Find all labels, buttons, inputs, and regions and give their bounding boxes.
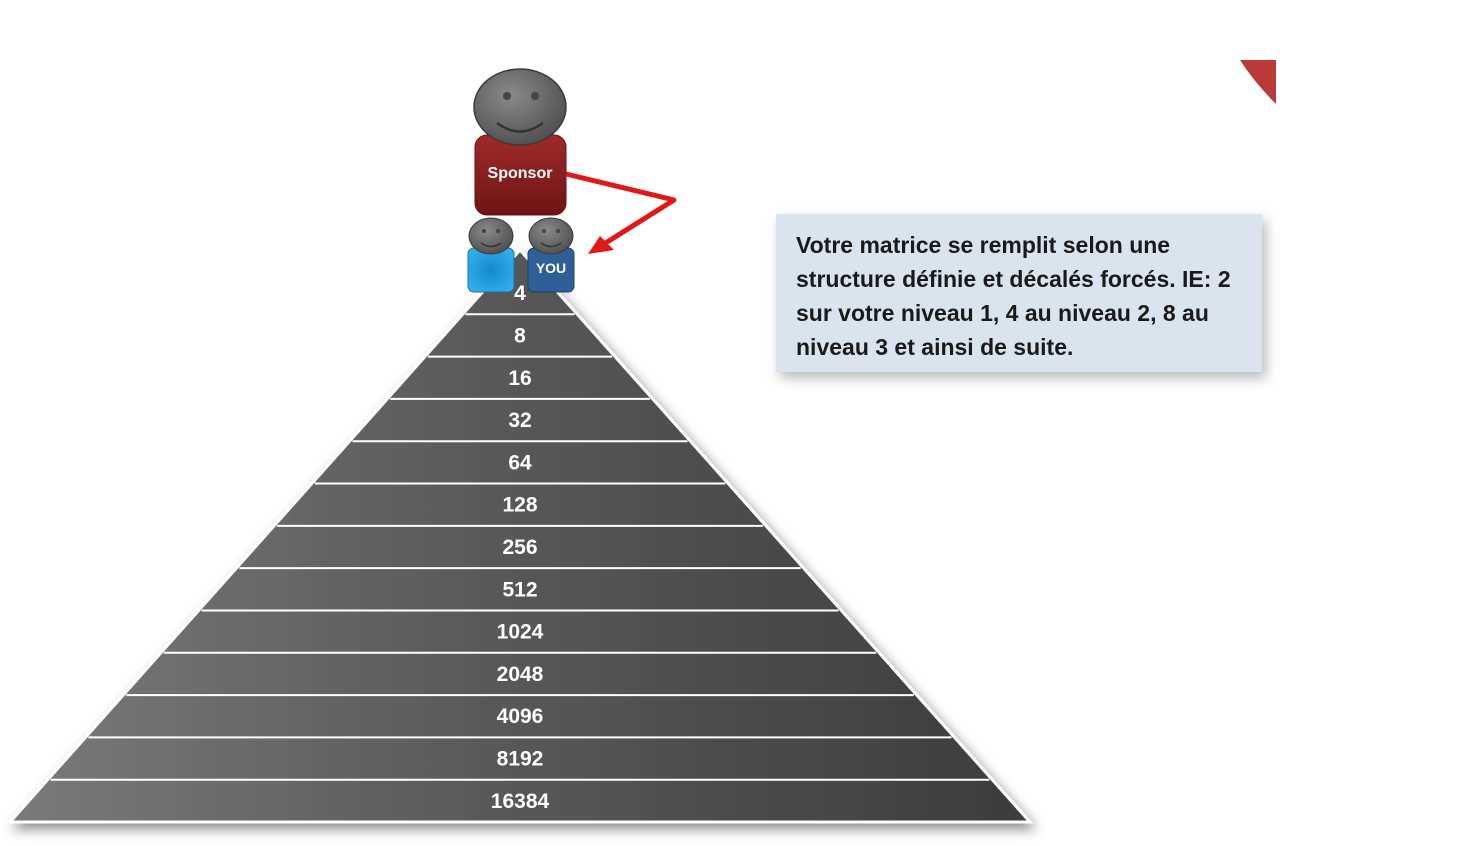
- sponsor-smile: [496, 121, 544, 133]
- level-label: 512: [502, 578, 537, 601]
- level-label: 128: [502, 494, 537, 517]
- sponsor-to-you-arrow: [565, 171, 677, 254]
- level-label: 16384: [491, 790, 550, 813]
- child-left-eye-right: [496, 229, 500, 233]
- sponsor-eye-left: [503, 92, 511, 100]
- child-left-eye-left: [482, 229, 486, 233]
- you-figure: YOU: [527, 217, 575, 293]
- you-smile: [540, 242, 562, 248]
- child-body-left: [467, 247, 515, 293]
- sponsor-label: Sponsor: [488, 165, 553, 182]
- level-label: 8192: [497, 748, 544, 771]
- you-eye-left: [542, 229, 546, 233]
- sponsor-head: [473, 68, 567, 146]
- pyramid-body: [6, 247, 1034, 824]
- arrow-head: [588, 236, 614, 254]
- level-label: 1024: [497, 621, 544, 644]
- you-eye-right: [556, 229, 560, 233]
- child-figure-left: [467, 217, 515, 293]
- you-head: [528, 217, 574, 255]
- decorative-corner-shape: [1240, 60, 1276, 104]
- sponsor-eye-right: [531, 92, 539, 100]
- level-label: 256: [502, 536, 537, 559]
- pyramid: 4 8 16 32 64 128 256 512 1024 2048 4096 8192 16384: [6, 247, 1034, 824]
- level-label: 16: [508, 367, 531, 390]
- sponsor-figure: Sponsor: [473, 68, 567, 216]
- level-label: 4096: [497, 705, 544, 728]
- info-text: Votre matrice se remplit selon une struc…: [796, 232, 1231, 360]
- level-label: 2048: [497, 663, 544, 686]
- level-label: 32: [508, 409, 531, 432]
- level-labels: 4 8 16 32 64 128 256 512 1024 2048 4096 8192 16384: [491, 282, 550, 813]
- arrow-line: [565, 171, 677, 252]
- level-divider-lines: [50, 313, 990, 781]
- level-label: 64: [508, 451, 532, 474]
- child-left-smile: [480, 242, 502, 248]
- level-label: 8: [514, 324, 526, 347]
- info-callout: Votre matrice se remplit selon une struc…: [776, 214, 1262, 372]
- level-label: 4: [514, 282, 526, 305]
- child-head-left: [468, 217, 514, 255]
- you-label: YOU: [536, 260, 566, 276]
